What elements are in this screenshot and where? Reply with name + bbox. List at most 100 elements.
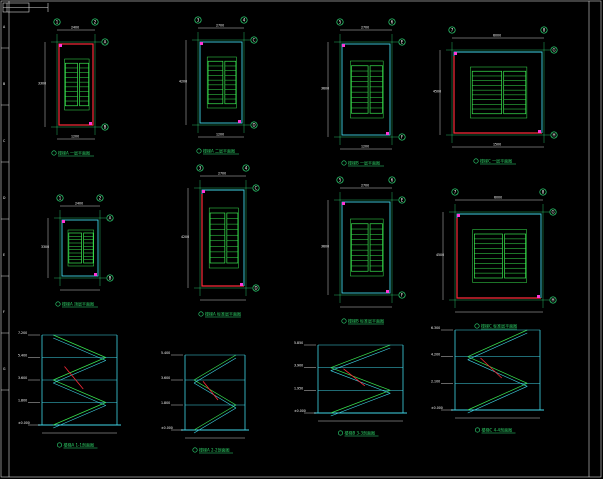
axis-bubble (91, 18, 99, 26)
axis-bubble-label: 3 (197, 18, 200, 23)
door-mark (342, 44, 345, 47)
level-value: ±0.000 (294, 409, 306, 413)
level-value: 1.800 (18, 399, 27, 403)
stair-landing (206, 56, 237, 109)
level-value: 5.400 (18, 354, 27, 358)
stair-landing (67, 229, 94, 267)
level-value: ±0.000 (161, 426, 173, 430)
door-mark (89, 122, 92, 125)
door-mark (62, 220, 65, 223)
door-mark (200, 42, 203, 45)
dimension-value: 3600 (321, 87, 329, 91)
door-mark (59, 44, 62, 47)
stair-landing (350, 218, 384, 277)
door-mark (538, 130, 541, 133)
door-mark (454, 52, 457, 55)
axis-bubble (101, 38, 109, 46)
plan-caption: 楼梯A 标准层平面图 (205, 311, 241, 317)
axis-bubble-label: 6 (391, 20, 394, 25)
axis-bubble-label: B (109, 276, 112, 281)
stair-flight-outline (504, 233, 526, 279)
axis-bubble (196, 164, 204, 172)
plan-caption: 楼梯A 顶层平面图 (62, 301, 94, 307)
axis-bubble-label: 8 (543, 28, 546, 33)
stair-wall (201, 194, 244, 287)
axis-bubble-label: 4 (243, 18, 246, 23)
caption-marker (192, 447, 198, 453)
dimension-value: 6000 (493, 34, 501, 38)
caption-marker (474, 323, 480, 329)
stair-flight (330, 390, 391, 414)
stair-slab (467, 359, 528, 387)
structure-wall (341, 43, 391, 136)
stair-flight-outline (209, 212, 226, 264)
axis-bubble-label: B (104, 125, 107, 130)
stair-landing (472, 229, 527, 283)
level-value: 5.400 (161, 351, 170, 355)
stair-slab (193, 382, 237, 409)
axis-bubble (451, 188, 459, 196)
axis-bubble (550, 131, 558, 139)
axis-bubble (101, 123, 109, 131)
stair-flight (467, 329, 528, 357)
axis-bubble-label: H (551, 298, 554, 303)
axis-bubble (106, 274, 114, 282)
level-value: ±0.000 (18, 421, 30, 425)
dimension-value: 1500 (493, 143, 501, 147)
caption-marker (473, 158, 479, 164)
stair-wall (58, 43, 94, 126)
stair-landing (208, 207, 239, 269)
stair-flight-outline (503, 70, 527, 115)
axis-bubble (250, 36, 258, 44)
axis-bubble-label: E (401, 198, 404, 203)
axis-bubble-label: G (551, 210, 554, 215)
axis-bubble (540, 26, 548, 34)
structure-wall (341, 201, 391, 294)
dimension-value: 4200 (179, 80, 187, 84)
stair-slab (53, 382, 106, 406)
door-mark (386, 290, 389, 293)
dimension-value: 1200 (361, 145, 369, 149)
margin-mark-label: F (3, 310, 5, 314)
dimension-value: 3300 (41, 245, 49, 249)
caption-marker (196, 148, 202, 154)
stair-flight (193, 404, 237, 431)
door-mark (457, 214, 460, 217)
axis-bubble-label: 6 (391, 178, 394, 183)
cut-wall (343, 368, 365, 387)
stair-flight-outline (65, 62, 78, 107)
axis-bubble (194, 16, 202, 24)
caption-marker (56, 442, 62, 448)
stair-flight (193, 354, 237, 381)
margin-mark-label: C (3, 139, 6, 143)
section-caption: 楼梯A 1-1剖面图 (64, 442, 95, 448)
axis-bubble-label: G (552, 48, 555, 53)
stair-flight-outline (471, 70, 503, 115)
caption-marker (55, 301, 61, 307)
stair-flight (53, 402, 106, 426)
margin-mark-label: B (3, 82, 5, 86)
plan-caption: 楼梯C 一层平面图 (480, 158, 512, 164)
caption-marker (198, 311, 204, 317)
cut-wall (480, 357, 503, 379)
stair-slab (330, 393, 391, 417)
axis-bubble-label: F (401, 293, 404, 298)
level-value: 7.200 (18, 331, 27, 335)
level-value: 4.200 (431, 353, 440, 357)
axis-bubble-label: 7 (451, 28, 454, 33)
axis-bubble (252, 284, 260, 292)
stair-slab (193, 357, 237, 384)
axis-bubble-label: A (109, 216, 112, 221)
dimension-value: 1200 (71, 135, 79, 139)
axis-bubble (539, 188, 547, 196)
axis-bubble (250, 121, 258, 129)
stair-slab (53, 405, 106, 429)
axis-bubble (53, 18, 61, 26)
dimension-value: 2700 (361, 26, 369, 30)
axis-bubble-label: E (401, 40, 404, 45)
level-value: 3.600 (18, 376, 27, 380)
stair-slab (467, 332, 528, 360)
stair-flight (467, 356, 528, 384)
